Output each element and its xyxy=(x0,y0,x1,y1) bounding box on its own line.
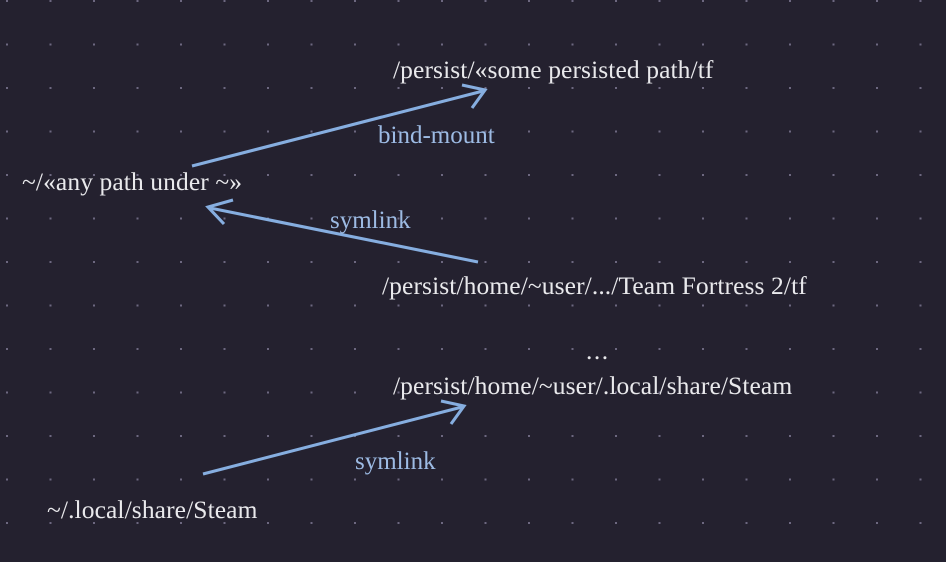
node-persisted-path-tf: /persist/«some persisted path/tf xyxy=(393,55,714,84)
node-any-path-under-home: ~/«any path under ~» xyxy=(22,167,243,196)
node-persist-home-steam: /persist/home/~user/.local/share/Steam xyxy=(393,371,793,400)
node-home-steam: ~/.local/share/Steam xyxy=(47,495,258,524)
node-persist-home-tf: /persist/home/~user/.../Team Fortress 2/… xyxy=(382,271,807,300)
edge-label-symlink-tf: symlink xyxy=(330,207,411,234)
arrow-head-bind-mount xyxy=(461,83,488,109)
edge-label-bind-mount: bind-mount xyxy=(378,122,495,149)
edge-label-symlink-steam: symlink xyxy=(355,448,436,475)
arrow-head-symlink-tf xyxy=(205,198,234,226)
ellipsis-more-paths: ... xyxy=(586,336,610,365)
arrow-head-symlink-steam xyxy=(440,399,467,425)
